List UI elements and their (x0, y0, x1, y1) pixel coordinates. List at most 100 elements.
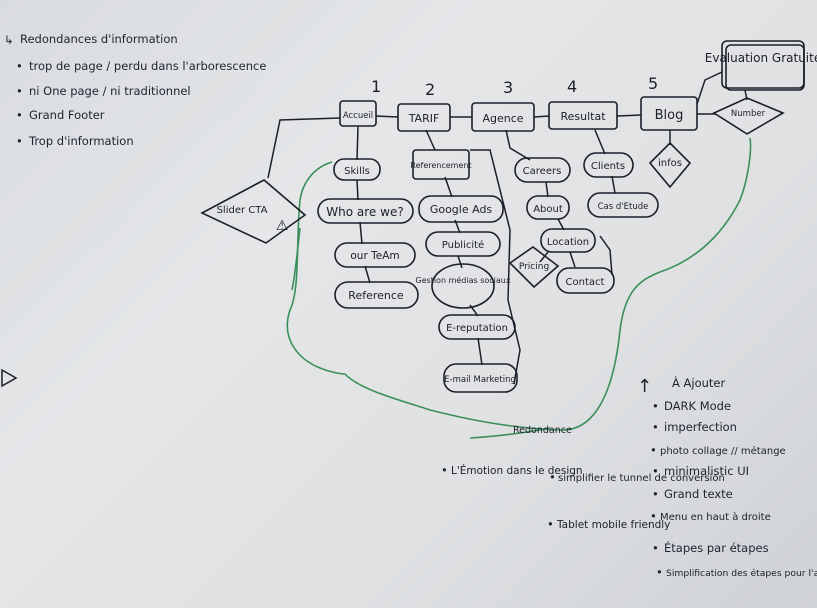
slider-label: Slider CTA (217, 205, 268, 216)
node-e-reputation-label: E-reputation (446, 323, 508, 334)
node-email-marketing-label: E-mail Marketing (444, 375, 516, 385)
flag-mark-icon (1, 368, 18, 388)
slider-diamond: Slider CTA ⚠ (200, 179, 307, 244)
problems-bullet-mark: ↳ (4, 33, 14, 47)
edge-accueil-skills (356, 125, 359, 161)
ajouter-bullet: • (650, 443, 657, 457)
node-google-ads-label: Google Ads (430, 203, 493, 216)
note-tunnel: simplifier le tunnel de conversion (558, 473, 725, 484)
menu-item-blog-label: Blog (655, 108, 684, 123)
problems-list: ↳ Redondances d'information • trop de pa… (4, 32, 266, 148)
node-referencement-label: Referencement (410, 161, 471, 170)
warning-icon: ⚠ (276, 218, 289, 234)
ajouter-item-4: minimalistic UI (664, 464, 749, 478)
node-referencement: Referencement (410, 149, 472, 180)
edge-resultat-clients (594, 129, 606, 155)
node-skills-label: Skills (344, 166, 370, 177)
node-our-team-label: our TeAm (350, 250, 399, 262)
node-pricing-label: Pricing (519, 262, 549, 272)
edge-accueil-tarif (375, 115, 399, 118)
evaluation-label: Evaluation Gratuite (705, 51, 817, 65)
evaluation-box: Evaluation Gratuite (705, 40, 817, 91)
ajouter-item-3: photo collage // métange (660, 445, 786, 457)
redundancy-curve-lower (469, 427, 551, 439)
menu-item-blog: Blog (640, 96, 698, 131)
edge-tarif-chain (425, 129, 483, 366)
node-cas-etude: Cas d'Etude (587, 192, 659, 218)
note-emotion: L'Émotion dans le design (451, 464, 583, 477)
node-e-reputation: E-reputation (438, 314, 516, 340)
problem-bullet: • (16, 108, 23, 122)
menu-number-4: 4 (567, 77, 577, 96)
ajouter-item-2: imperfection (664, 420, 737, 434)
number-label: Number (731, 109, 766, 119)
edge-clients-cas (611, 175, 616, 194)
ajouter-item-8: Simplification des étapes pour l'acquisi… (666, 568, 817, 579)
problem-bullet: • (16, 134, 23, 148)
edge-agence-careers (505, 129, 531, 161)
node-contact-label: Contact (566, 277, 605, 288)
menu-connectors (267, 71, 748, 385)
ajouter-bullet: • (650, 509, 657, 523)
problem-item-3: Grand Footer (29, 108, 105, 122)
redundancy-curve-left (286, 161, 346, 375)
ajouter-bullet: • (652, 487, 659, 501)
node-location: Location (540, 228, 596, 253)
node-careers: Careers (514, 157, 571, 183)
menu-item-accueil-label: Accueil (343, 111, 373, 121)
menu-item-agence-label: Agence (482, 112, 523, 125)
node-reference-label: Reference (348, 289, 404, 302)
node-contact: Contact (556, 267, 615, 294)
problem-bullet: • (16, 84, 23, 98)
edge-location-pricing (539, 251, 549, 263)
node-reference: Reference (334, 281, 419, 309)
node-email-marketing: E-mail Marketing (443, 363, 518, 393)
ajouter-bullet: • (652, 399, 659, 413)
menu-item-resultat-label: Resultat (560, 110, 606, 123)
note-tablet: Tablet mobile friendly (556, 519, 670, 531)
node-publicite-label: Publicité (442, 239, 484, 251)
node-careers-label: Careers (523, 166, 562, 177)
menu-number-2: 2 (425, 80, 435, 99)
menu-item-resultat: Resultat (548, 101, 618, 130)
edge-blog-evaluation (696, 71, 723, 105)
ajouter-bullet: • (652, 541, 659, 555)
ajouter-title: À Ajouter (672, 375, 725, 390)
node-who-are-we-label: Who are we? (326, 205, 403, 219)
node-clients-label: Clients (591, 161, 625, 172)
arrow-up-icon: ↑ (637, 376, 652, 397)
problem-item-2: ni One page / ni traditionnel (29, 84, 191, 98)
node-gestion-medias-label: Gestion médias sociaux (415, 275, 510, 285)
redundancy-curve-bottom (344, 137, 752, 431)
problem-item-1: trop de page / perdu dans l'arborescence (29, 59, 266, 73)
ajouter-bullet: • (652, 420, 659, 434)
menu-number-1: 1 (371, 77, 381, 96)
node-pricing: Pricing (508, 246, 560, 289)
node-location-label: Location (547, 237, 589, 248)
problem-item-4: Trop d'information (28, 134, 134, 148)
note-bullet: • (441, 463, 448, 477)
menu-number-5: 5 (648, 74, 658, 93)
edge-tarif-long (470, 149, 521, 385)
menu-item-tarif-label: TARIF (408, 112, 440, 125)
redundancy-curves: Redondance (286, 137, 752, 439)
node-cas-etude-label: Cas d'Etude (598, 202, 649, 212)
ajouter-bullet: • (652, 464, 659, 478)
ajouter-list: ↑ À Ajouter DARK Mode imperfection photo… (637, 375, 817, 579)
infos-label: infos (658, 158, 682, 169)
menu-item-accueil: Accueil (339, 100, 377, 127)
edge-agence-resultat (533, 115, 550, 118)
menu-number-3: 3 (503, 78, 513, 97)
edge-agence-chain (545, 181, 576, 268)
ajouter-item-7: Étapes par étapes (664, 540, 769, 555)
node-gestion-medias: Gestion médias sociaux (415, 263, 511, 309)
number-diamond: Number (712, 97, 785, 135)
node-google-ads: Google Ads (418, 195, 504, 223)
ajouter-bullet: • (656, 565, 663, 579)
edge-resultat-contact (599, 235, 613, 276)
note-bullet: • (549, 470, 556, 484)
node-about: About (526, 195, 570, 220)
note-bullet: • (547, 517, 554, 531)
infos-diamond: infos (648, 141, 692, 189)
